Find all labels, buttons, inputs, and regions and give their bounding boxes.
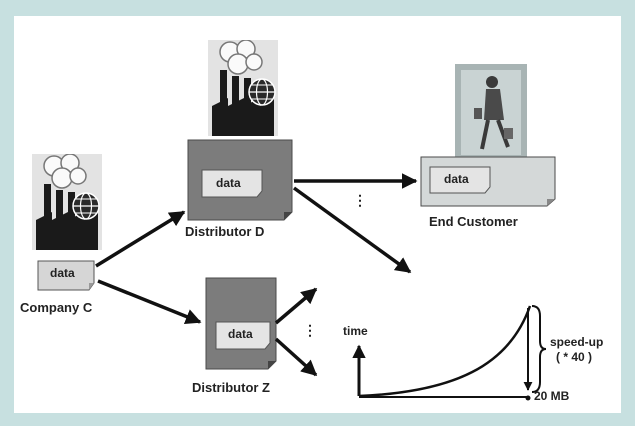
ellipsis-z: ⋮ — [303, 322, 317, 338]
end-customer-photo-icon — [455, 64, 527, 161]
company-label: Company C — [20, 300, 93, 315]
diagram-graphics — [32, 40, 556, 401]
distributor-d-label: Distributor D — [185, 224, 265, 239]
company-data-label: data — [50, 266, 75, 280]
distributor-d-data-label: data — [216, 176, 241, 190]
end-customer-data-label: data — [444, 172, 469, 186]
arrow-company-to-d — [95, 210, 186, 268]
graph-y-label: time — [343, 324, 368, 338]
arrow-z-upper — [274, 287, 318, 325]
company-data-box — [37, 260, 95, 291]
company-factory-icon — [32, 154, 102, 250]
distributor-z-label: Distributor Z — [192, 380, 270, 395]
distributor-z-data-box — [215, 321, 271, 350]
arrow-z-lower — [274, 337, 318, 377]
diagram-canvas: Company C Distributor D Distributor Z En… — [14, 16, 621, 413]
x-marker-label: 20 MB — [534, 389, 570, 403]
graph-x-marker-dot — [525, 395, 531, 401]
distributor-z-data-label: data — [228, 327, 253, 341]
ellipsis-d: ⋮ — [353, 192, 367, 208]
arrow-company-to-z — [97, 279, 202, 325]
speed-up-label: speed-up — [550, 335, 604, 349]
distributor-d-factory-icon — [208, 40, 278, 136]
arrow-d-to-lower — [292, 186, 412, 274]
end-customer-data-box — [429, 166, 491, 194]
graph-curve — [358, 305, 532, 398]
speed-up-brace — [531, 305, 547, 393]
end-customer-label: End Customer — [429, 214, 518, 229]
speed-up-factor-label: ( * 40 ) — [556, 350, 593, 364]
distributor-d-data-box — [201, 169, 263, 198]
